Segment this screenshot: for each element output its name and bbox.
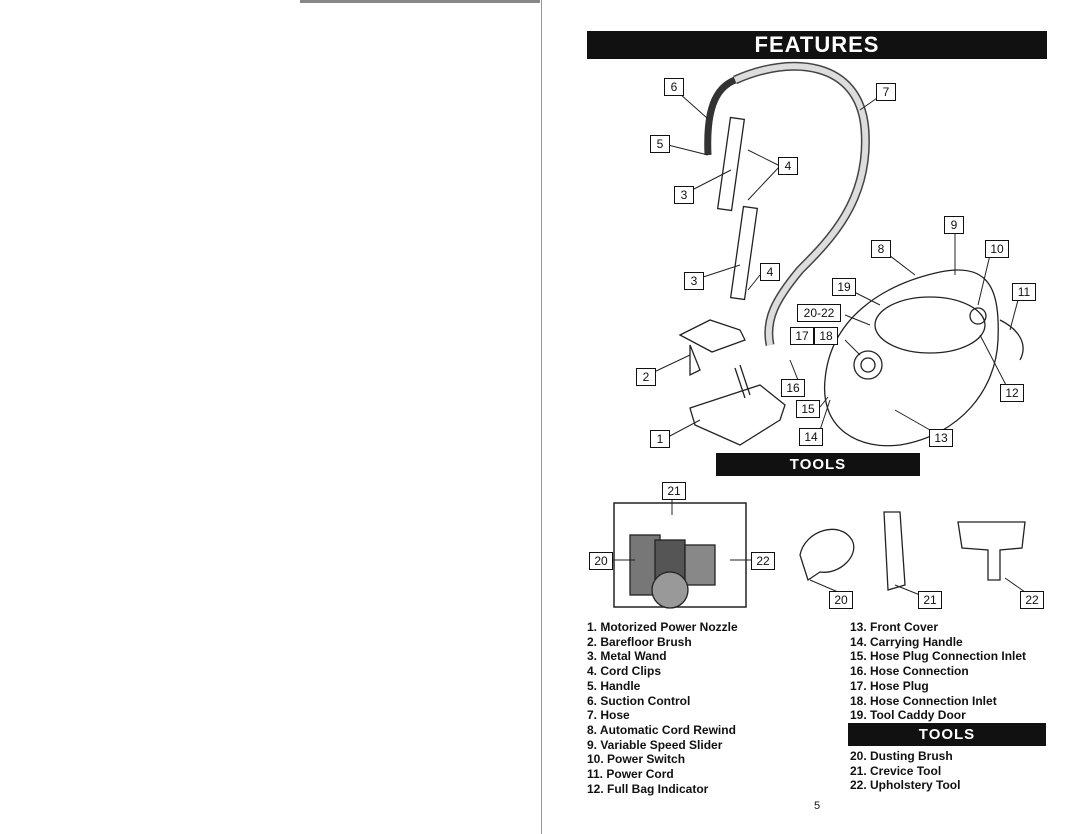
list-item: 8. Automatic Cord Rewind bbox=[587, 722, 736, 737]
tool-callout-20: 20 bbox=[829, 591, 853, 609]
callout-12: 12 bbox=[1000, 384, 1024, 402]
list-item: 21. Crevice Tool bbox=[850, 763, 942, 778]
list-item: 18. Hose Connection Inlet bbox=[850, 693, 997, 708]
list-item: 14. Carrying Handle bbox=[850, 634, 963, 649]
page-divider bbox=[541, 0, 542, 834]
list-item: 10. Power Switch bbox=[587, 752, 686, 767]
callout-2: 2 bbox=[636, 368, 656, 386]
list-item: 9. Variable Speed Slider bbox=[587, 737, 723, 752]
dusting-brush-drawing bbox=[799, 528, 855, 582]
tool-callout-22: 22 bbox=[1020, 591, 1044, 609]
callout-3-lower: 3 bbox=[684, 272, 704, 290]
callout-18: 18 bbox=[814, 327, 838, 345]
callout-15: 15 bbox=[796, 400, 820, 418]
list-item: 6. Suction Control bbox=[587, 693, 691, 708]
callout-20-22: 20-22 bbox=[797, 304, 841, 322]
callout-16: 16 bbox=[781, 379, 805, 397]
power-nozzle-drawing bbox=[689, 384, 786, 446]
list-item: 11. Power Cord bbox=[587, 767, 674, 782]
crevice-tool-drawing bbox=[883, 511, 906, 591]
callout-14: 14 bbox=[799, 428, 823, 446]
list-item: 19. Tool Caddy Door bbox=[850, 708, 966, 723]
callout-9: 9 bbox=[944, 216, 964, 234]
list-item: 3. Metal Wand bbox=[587, 649, 667, 664]
list-item: 15. Hose Plug Connection Inlet bbox=[850, 649, 1027, 664]
wand-upper-drawing bbox=[716, 116, 746, 212]
features-heading: FEATURES bbox=[587, 31, 1047, 59]
top-edge-line bbox=[300, 0, 540, 3]
callout-7: 7 bbox=[876, 83, 896, 101]
wand-lower-drawing bbox=[729, 205, 759, 301]
list-item: 20. Dusting Brush bbox=[850, 749, 953, 763]
upholstery-tool-drawing bbox=[957, 521, 1026, 581]
list-item: 22. Upholstery Tool bbox=[850, 778, 961, 793]
list-item: 2. Barefloor Brush bbox=[587, 634, 692, 649]
callout-1: 1 bbox=[650, 430, 670, 448]
list-item: 13. Front Cover bbox=[850, 620, 939, 634]
list-item: 5. Handle bbox=[587, 678, 641, 693]
tool-callout-20-photo: 20 bbox=[589, 552, 613, 570]
callout-5: 5 bbox=[650, 135, 670, 153]
list-item: 1. Motorized Power Nozzle bbox=[587, 620, 738, 634]
tools-list: 20. Dusting Brush 21. Crevice Tool 22. U… bbox=[850, 749, 960, 793]
list-item: 7. Hose bbox=[587, 708, 630, 723]
callout-13: 13 bbox=[929, 429, 953, 447]
tool-caddy-photo bbox=[613, 502, 747, 608]
tool-callout-22-photo: 22 bbox=[751, 552, 775, 570]
tool-callout-21: 21 bbox=[918, 591, 942, 609]
tools-list-heading: TOOLS bbox=[848, 723, 1046, 746]
page-number: 5 bbox=[814, 800, 821, 812]
list-item: 17. Hose Plug bbox=[850, 678, 929, 693]
callout-10: 10 bbox=[985, 240, 1009, 258]
callout-4-lower: 4 bbox=[760, 263, 780, 281]
callout-17: 17 bbox=[790, 327, 814, 345]
parts-list-left: 1. Motorized Power Nozzle 2. Barefloor B… bbox=[587, 620, 738, 796]
callout-3-upper: 3 bbox=[674, 186, 694, 204]
list-item: 16. Hose Connection bbox=[850, 664, 969, 679]
handle-drawing bbox=[704, 76, 737, 156]
callout-19: 19 bbox=[832, 278, 856, 296]
list-item: 12. Full Bag Indicator bbox=[587, 781, 709, 796]
tools-heading: TOOLS bbox=[716, 453, 920, 476]
parts-list-right: 13. Front Cover 14. Carrying Handle 15. … bbox=[850, 620, 1026, 723]
callout-8: 8 bbox=[871, 240, 891, 258]
tool-callout-21-photo: 21 bbox=[662, 482, 686, 500]
callout-6: 6 bbox=[664, 78, 684, 96]
barefloor-brush-drawing bbox=[678, 319, 746, 377]
canister-drawing bbox=[824, 269, 999, 447]
list-item: 4. Cord Clips bbox=[587, 664, 662, 679]
callout-11: 11 bbox=[1012, 283, 1036, 301]
callout-4-upper: 4 bbox=[778, 157, 798, 175]
